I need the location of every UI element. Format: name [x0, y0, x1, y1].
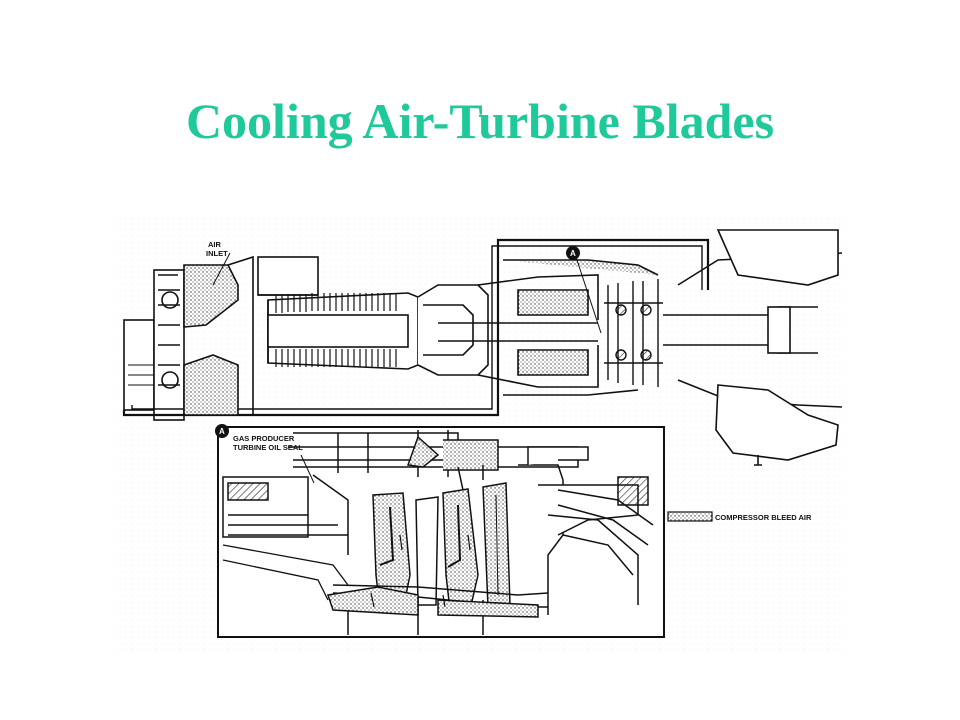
seal-label-line2: TURBINE OIL SEAL	[233, 443, 303, 452]
legend-swatch	[667, 511, 713, 522]
air-inlet-label-line1: AIR	[208, 240, 222, 249]
legend-label: COMPRESSOR BLEED AIR	[715, 513, 812, 522]
air-inlet-label-line2: INLET	[206, 249, 228, 258]
callout-a-top-label: A	[570, 249, 576, 258]
engine-cross-section-figure: A AIR INLET	[118, 215, 842, 655]
detail-a-drawing	[222, 430, 654, 635]
slide-title: Cooling Air-Turbine Blades	[185, 93, 775, 149]
engine-section	[122, 229, 842, 466]
seal-label-line1: GAS PRODUCER	[233, 434, 295, 443]
air-inlet-leader	[212, 252, 231, 286]
callout-a-top-marker	[566, 246, 580, 260]
callout-a-detail-marker	[215, 424, 229, 438]
engine-cross-section-svg: A AIR INLET	[118, 215, 842, 655]
callout-a-detail-label: A	[219, 427, 225, 436]
